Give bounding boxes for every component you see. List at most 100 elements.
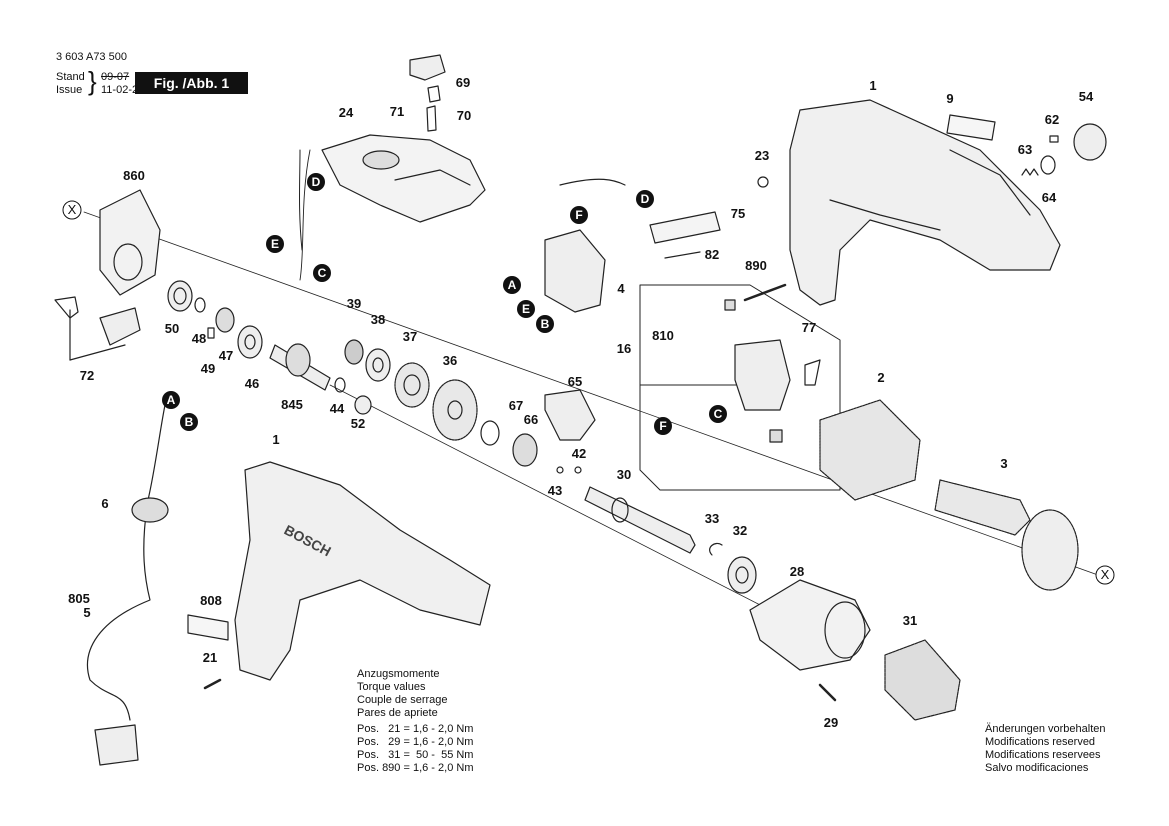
marker-c-circle xyxy=(709,405,727,423)
part-66-67 xyxy=(512,433,538,467)
callout-66: 66 xyxy=(524,412,538,427)
cross-ref-x: X xyxy=(1101,567,1110,582)
marker-a: A xyxy=(508,278,517,292)
marker-e-circle xyxy=(517,300,535,318)
marker-a-circle xyxy=(503,276,521,294)
callout-33: 33 xyxy=(705,511,719,526)
callout-70: 70 xyxy=(457,108,471,123)
callout-21: 21 xyxy=(203,650,217,665)
callout-49: 49 xyxy=(201,361,215,376)
gear-37-part xyxy=(394,362,430,408)
callout-48: 48 xyxy=(192,331,206,346)
marker-d-circle xyxy=(636,190,654,208)
clip-82-part xyxy=(664,251,701,259)
ring-48-part xyxy=(194,297,206,313)
front-housing-part xyxy=(749,579,871,671)
callout-2: 2 xyxy=(877,370,884,385)
screw-890-part xyxy=(743,283,787,302)
torque-title-fr: Couple de serrage xyxy=(357,694,448,706)
label-808-part xyxy=(187,614,229,641)
marker-c: C xyxy=(318,266,327,280)
callout-4: 4 xyxy=(617,281,625,296)
needle-bearing-39-part xyxy=(344,339,364,365)
assembly-axis-line-lower xyxy=(329,384,771,611)
gear-47-part xyxy=(215,307,235,333)
callout-890: 890 xyxy=(745,258,767,273)
torque-title-en: Torque values xyxy=(357,681,426,693)
callout-67: 67 xyxy=(509,398,523,413)
callout-1: 1 xyxy=(272,432,279,447)
sleeve-52-part xyxy=(354,395,372,415)
label-9-part xyxy=(946,114,996,141)
washer-44-part xyxy=(334,377,346,393)
spindle-30-part xyxy=(584,486,696,554)
callout-39: 39 xyxy=(347,296,361,311)
callout-62: 62 xyxy=(1045,112,1059,127)
stand-date: 09-07 xyxy=(101,71,130,83)
callout-1: 1 xyxy=(869,78,876,93)
callout-64: 64 xyxy=(1042,190,1057,205)
lever-assembly-part xyxy=(54,296,141,361)
callout-47: 47 xyxy=(219,348,233,363)
marker-c: C xyxy=(714,407,723,421)
callout-46: 46 xyxy=(245,376,259,391)
pin-62 xyxy=(1049,135,1059,143)
shaft-845-part xyxy=(269,343,331,391)
marker-f-circle xyxy=(570,206,588,224)
doc-number: 3 603 A73 500 xyxy=(56,51,127,63)
switch-slider-part xyxy=(409,54,446,132)
gear-housing-part xyxy=(99,189,161,296)
callout-75: 75 xyxy=(731,206,745,221)
callout-30: 30 xyxy=(617,467,631,482)
marker-a: A xyxy=(167,393,176,407)
callout-63: 63 xyxy=(1018,142,1032,157)
shift-fork-65-part xyxy=(544,389,596,441)
callout-38: 38 xyxy=(371,312,385,327)
gear-36-part xyxy=(432,379,478,441)
switch-part xyxy=(544,178,626,313)
cross-ref-circle xyxy=(62,200,82,220)
callout-52: 52 xyxy=(351,416,365,431)
spring-49-part xyxy=(207,327,215,339)
brace-glyph: } xyxy=(88,66,97,96)
callout-24: 24 xyxy=(339,105,354,120)
screw-21-part xyxy=(203,678,222,690)
assembly-axis-line xyxy=(83,211,1099,576)
marker-e: E xyxy=(522,302,530,316)
spring-63 xyxy=(1021,168,1039,176)
callout-845: 845 xyxy=(281,397,303,412)
callout-numbers: 1123456916212324282930313233363738394243… xyxy=(68,75,1094,730)
callout-6: 6 xyxy=(101,496,108,511)
callout-50: 50 xyxy=(165,321,179,336)
oring-35-part xyxy=(480,420,500,446)
marker-f-circle xyxy=(654,417,672,435)
callout-32: 32 xyxy=(733,523,747,538)
callout-77: 77 xyxy=(802,320,816,335)
screw-29-part xyxy=(818,683,837,702)
chuck-part xyxy=(884,639,961,721)
bearing-32-part xyxy=(727,556,757,594)
marker-e: E xyxy=(271,237,279,251)
callout-31: 31 xyxy=(903,613,917,628)
armature-part xyxy=(934,479,1079,591)
marker-d: D xyxy=(641,192,650,206)
ring-64 xyxy=(1040,155,1056,175)
part-54 xyxy=(1073,123,1107,161)
torque-row: Pos. 21 = 1,6 - 2,0 Nm xyxy=(357,723,474,735)
callout-37: 37 xyxy=(403,329,417,344)
issue-date: 11-02-28 xyxy=(101,84,145,96)
callout-44: 44 xyxy=(330,401,345,416)
ball-42-part xyxy=(574,466,582,474)
top-cover-part xyxy=(299,134,486,251)
drill-body-assembled: BOSCH xyxy=(234,461,491,681)
callout-54: 54 xyxy=(1079,89,1094,104)
marker-c-circle xyxy=(313,264,331,282)
marker-d: D xyxy=(312,175,321,189)
circlip-33-part xyxy=(709,542,723,556)
issue-label: Issue xyxy=(56,84,83,96)
callout-16: 16 xyxy=(617,341,631,356)
washer-23-part xyxy=(757,176,769,188)
callout-69: 69 xyxy=(456,75,470,90)
torque-row: Pos. 31 = 50 - 55 Nm xyxy=(357,749,474,761)
